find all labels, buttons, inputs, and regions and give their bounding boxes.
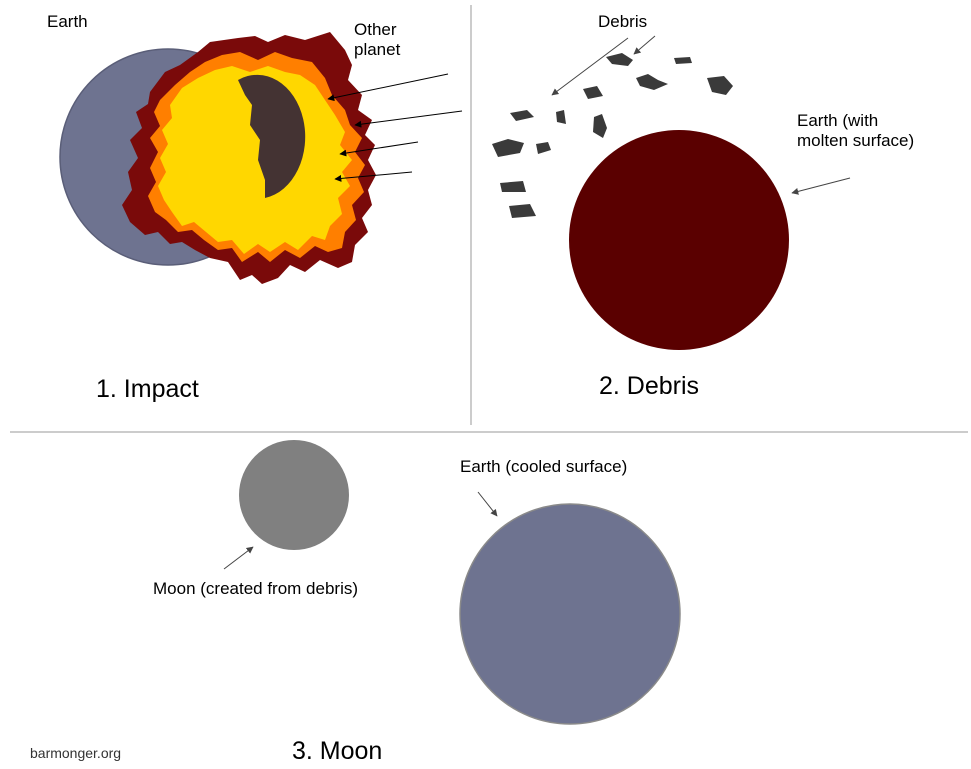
debris-chunk [510,110,534,121]
molten-earth-circle [569,130,789,350]
debris-arrow-1 [551,37,629,96]
credit-text: barmonger.org [30,745,122,761]
molten-earth-arrow [791,177,851,195]
other-planet-arrow-3 [339,141,419,157]
moon-panel [223,440,681,725]
debris-chunk [536,142,551,154]
debris-chunk [583,86,603,99]
debris-chunks [492,53,733,218]
debris-chunk [606,53,633,66]
debris-panel [492,35,851,350]
debris-arrow-2 [633,35,656,55]
impact-panel [59,32,463,284]
other-planet-label: Other planet [354,20,401,59]
debris-chunk [509,204,536,218]
impact-fire-inner [158,66,352,254]
debris-chunk [500,181,526,192]
other-planet-arrow-1 [327,73,449,102]
other-planet-arrow-4 [334,171,413,182]
debris-chunk [674,57,692,64]
molten-earth-label: Earth (with molten surface) [797,111,915,150]
debris-chunk [492,139,524,157]
other-planet-arrow-2 [354,110,463,128]
moon-label: Moon (created from debris) [153,579,359,598]
cooled-earth-arrow [477,491,498,517]
debris-caption: 2. Debris [599,372,700,400]
debris-chunk [707,76,733,95]
impact-earth-label: Earth [47,12,88,31]
debris-label: Debris [598,12,648,31]
debris-chunk [556,110,566,124]
moon-arrow [223,546,254,570]
other-planet [238,74,306,198]
debris-chunk [593,114,607,138]
moon-circle [239,440,349,550]
cooled-earth-label: Earth (cooled surface) [460,457,628,476]
moon-caption: 3. Moon [292,737,383,765]
cooled-earth-circle [459,503,681,725]
debris-chunk [636,74,668,90]
impact-caption: 1. Impact [96,375,199,403]
